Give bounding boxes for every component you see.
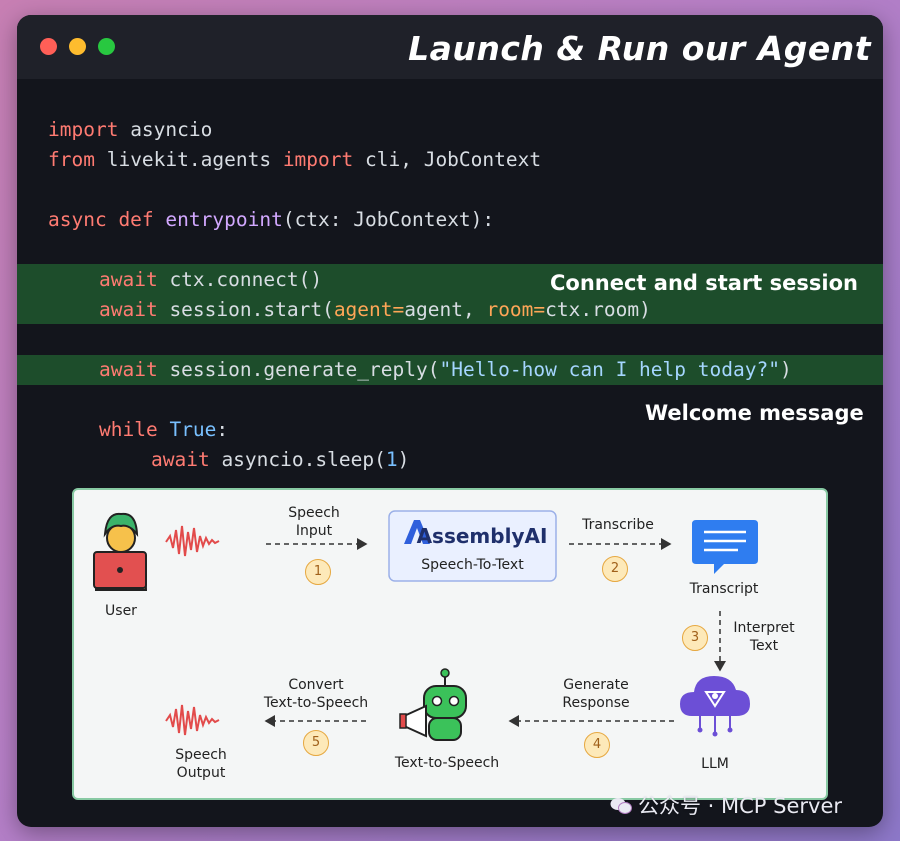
assemblyai-logo-icon <box>404 520 430 544</box>
annotation-welcome: Welcome message <box>645 401 864 425</box>
maximize-window-button[interactable] <box>98 38 115 55</box>
waveform-output-icon <box>165 704 220 736</box>
transcript-icon <box>692 520 758 574</box>
step-3-badge: 3 <box>682 625 708 651</box>
annotation-connect: Connect and start session <box>550 271 858 295</box>
code-line-3: async def entrypoint(ctx: JobContext): <box>48 208 495 231</box>
wechat-icon <box>610 798 632 814</box>
step-4-badge: 4 <box>584 732 610 758</box>
close-window-button[interactable] <box>40 38 57 55</box>
user-label: User <box>105 603 137 619</box>
code-line-2: from livekit.agents import cli, JobConte… <box>48 148 542 171</box>
llm-cloud-icon <box>680 676 750 737</box>
code-line-6: await session.generate_reply("Hello-how … <box>99 358 792 381</box>
highlight-connect-block <box>17 264 883 324</box>
tts-label: Text-to-Speech <box>394 755 500 771</box>
step-2-badge: 2 <box>602 556 628 582</box>
step-5-badge: 5 <box>303 730 329 756</box>
code-window: Launch & Run our Agent import asyncio fr… <box>17 15 883 827</box>
waveform-input-icon <box>165 525 220 557</box>
assemblyai-subtitle: Speech-To-Text <box>421 557 524 573</box>
assemblyai-brand: AssemblyAI <box>416 524 548 548</box>
watermark-text: 公众号 · MCP Server <box>638 794 843 818</box>
robot-megaphone-icon <box>399 668 467 741</box>
minimize-window-button[interactable] <box>69 38 86 55</box>
code-line-4: await ctx.connect() <box>99 268 323 291</box>
user-icon <box>93 512 148 591</box>
assemblyai-box <box>388 510 557 582</box>
step-1-badge: 1 <box>305 559 331 585</box>
llm-label: LLM <box>701 756 729 772</box>
diagram-graphics <box>93 510 758 741</box>
highlight-reply-line <box>17 355 883 385</box>
window-titlebar: Launch & Run our Agent <box>17 15 883 79</box>
watermark: 公众号 · MCP Server <box>610 790 842 820</box>
code-line-1: import asyncio <box>48 118 213 141</box>
transcribe-label: Transcribe <box>582 517 654 533</box>
code-line-5: await session.start(agent=agent, room=ct… <box>99 298 651 321</box>
code-line-8: await asyncio.sleep(1) <box>151 448 410 471</box>
window-title: Launch & Run our Agent <box>408 29 871 68</box>
code-line-7: while True: <box>99 418 229 441</box>
transcript-label: Transcript <box>689 581 759 597</box>
